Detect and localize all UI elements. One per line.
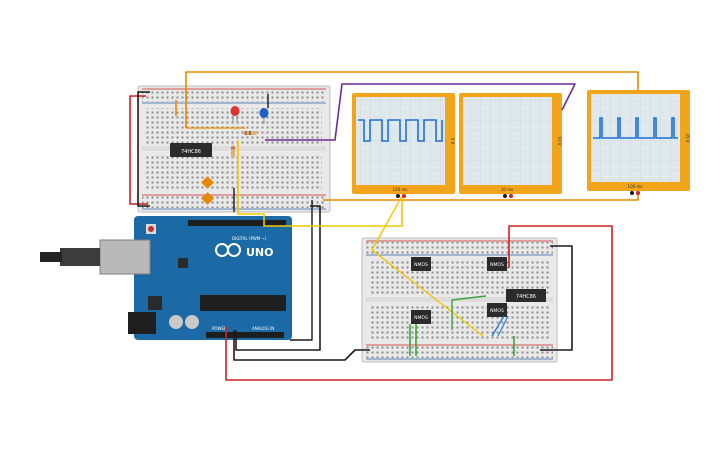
xor-chip-bottom[interactable]: 74HC86 [506, 289, 546, 302]
xor-chip-bottom-label: 74HC86 [516, 294, 536, 300]
push-button-2[interactable] [201, 192, 214, 205]
nmos-2-label: NMOS [490, 262, 504, 268]
scope-2-voltdiv: 10 V [557, 136, 562, 145]
scope-3-timediv: 100 ms [628, 184, 643, 189]
wires[interactable] [129, 71, 639, 381]
oscilloscope-1[interactable]: 100 ms 5 V [352, 93, 455, 194]
nmos-3-label: NMOS [414, 315, 428, 321]
arduino-uno[interactable]: UNO DIGITAL (PWM ~) POWER ANALOG IN [40, 216, 292, 340]
red-led[interactable] [230, 106, 240, 122]
xor-chip-top-label: 74HC86 [181, 149, 201, 155]
scope-1-voltdiv: 5 V [450, 138, 455, 145]
resistor-1[interactable] [243, 131, 257, 135]
nmos-3[interactable]: NMOS [411, 310, 431, 324]
nmos-1[interactable]: NMOS [411, 257, 431, 271]
probe-terminals [396, 191, 640, 198]
scope-3-voltdiv: 25 V [685, 133, 690, 142]
oscilloscope-3[interactable]: 100 ms 25 V [587, 90, 690, 191]
nmos-4-label: NMOS [490, 308, 504, 314]
arduino-power-label: POWER [212, 326, 227, 331]
push-button-1[interactable] [201, 176, 214, 189]
blue-capacitor[interactable] [259, 108, 269, 124]
nmos-4[interactable]: NMOS [487, 303, 507, 317]
arduino-analog-label: ANALOG IN [252, 326, 274, 331]
arduino-brand: UNO [246, 246, 274, 259]
scope-1-timediv: 100 ms [393, 187, 408, 192]
oscilloscope-2[interactable]: 10 ms 10 V [459, 93, 562, 194]
nmos-1-label: NMOS [414, 262, 428, 268]
resistor-2[interactable] [231, 145, 235, 158]
nmos-2[interactable]: NMOS [487, 257, 507, 271]
scope-2-timediv: 10 ms [501, 187, 513, 192]
xor-chip-top[interactable]: 74HC86 [170, 143, 212, 157]
arduino-digital-label: DIGITAL (PWM ~) [232, 236, 267, 241]
